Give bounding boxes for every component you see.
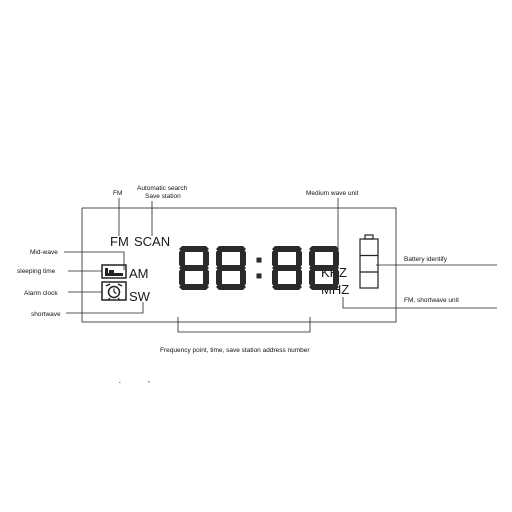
segment-d [309,284,339,290]
segment-c [240,268,246,287]
speck [148,381,150,383]
segment-b [296,249,302,268]
callout-shortwave-line [66,302,144,314]
segment-e [309,268,315,287]
digit-4 [309,246,339,290]
segment-b [203,249,209,268]
callout-mhz-line [342,297,497,309]
segment-g [272,265,302,271]
segment-a [309,246,339,252]
segment-e [272,268,278,287]
segment-g [179,265,209,271]
callout-frequency-bracket [177,317,311,333]
segment-b [333,249,339,268]
segment-e [216,268,222,287]
segment-b [240,249,246,268]
battery-icon [359,234,379,289]
callout-shortwave: shortwave [31,311,61,318]
segment-f [309,249,315,268]
callout-medium-wave-unit: Medium wave unit [306,190,359,197]
segment-c [333,268,339,287]
callout-sleeping-time: sleeping time [17,268,56,275]
lcd-scan-indicator: SCAN [134,234,170,249]
segment-g [309,265,339,271]
segment-d [179,284,209,290]
segment-g [216,265,246,271]
segment-f [216,249,222,268]
alarm-clock-icon [101,281,127,301]
digit-0 [179,246,209,290]
segment-f [272,249,278,268]
callout-fm: FM [113,190,122,197]
segment-a [179,246,209,252]
segment-d [272,284,302,290]
callout-fm-shortwave-unit: FM, shortwave unit [404,297,459,304]
colon-dot [256,257,262,263]
callout-save-station: Save station [145,193,181,200]
segment-a [216,246,246,252]
digit-1 [216,246,246,290]
seven-segment-display [179,246,339,290]
segment-a [272,246,302,252]
segment-f [179,249,185,268]
callout-automatic-search: Automatic search [137,185,188,192]
callout-battery-identify: Battery identify [404,256,448,263]
segment-c [296,268,302,287]
callout-mid-wave: Mid-wave [30,249,58,256]
segment-d [216,284,246,290]
bed-icon [101,264,127,279]
segment-c [203,268,209,287]
lcd-am-indicator: AM [129,266,149,281]
digit-3 [272,246,302,290]
callout-mid-wave-line [64,251,125,270]
callout-frequency-point: Frequency point, time, save station addr… [160,347,310,354]
callout-alarm-clock: Alarm clock [24,290,58,297]
speck [119,382,121,383]
colon-dot [256,273,262,279]
lcd-fm-indicator: FM [110,234,129,249]
lcd-sw-indicator: SW [129,289,151,304]
segment-e [179,268,185,287]
